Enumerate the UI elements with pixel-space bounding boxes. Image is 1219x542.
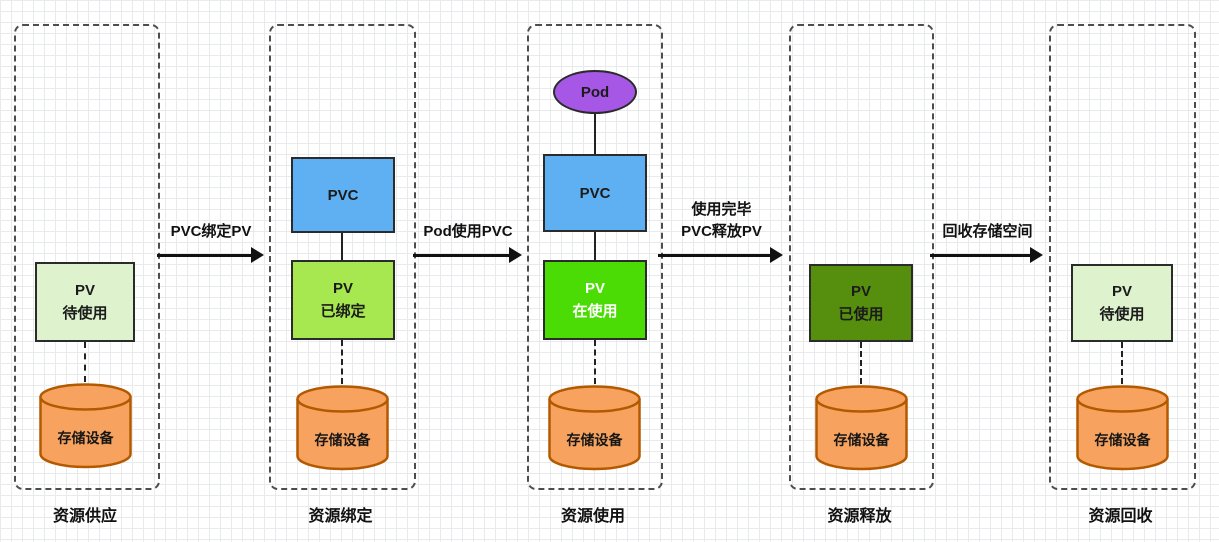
pv-box: PV 待使用 — [35, 262, 135, 342]
transition-use: Pod使用PVC — [413, 196, 523, 263]
transition-bind: PVC绑定PV — [157, 196, 265, 263]
stage-label-usage: 资源使用 — [560, 508, 625, 525]
storage-label: 存储设备 — [833, 432, 890, 448]
pv-box: PV 在使用 — [543, 260, 647, 340]
pv-status: 在使用 — [572, 302, 618, 320]
storage-label: 存储设备 — [566, 432, 623, 448]
transition-reclaim: 回收存储空间 — [930, 196, 1045, 263]
cylinder-shape-icon — [296, 385, 389, 471]
arrow-head-icon — [1030, 247, 1043, 263]
arrow-label: PVC释放PV — [681, 223, 762, 240]
arrow-label: PVC绑定PV — [170, 223, 252, 240]
pvc-title: PVC — [327, 186, 359, 204]
arrow-label: 回收存储空间 — [942, 223, 1033, 240]
storage-cylinder: 存储设备 — [38, 382, 133, 477]
pv-storage-connector — [860, 342, 862, 384]
stage-label-provisioning: 资源供应 — [52, 508, 117, 525]
storage-cylinder: 存储设备 — [1075, 384, 1170, 479]
storage-cylinder: 存储设备 — [295, 384, 390, 479]
arrow-head-icon — [251, 247, 264, 263]
pv-storage-connector — [1121, 342, 1123, 384]
arrow-line — [658, 254, 771, 257]
pv-storage-connector — [341, 340, 343, 384]
pv-box: PV 待使用 — [1071, 264, 1173, 342]
pvc-title: PVC — [579, 184, 611, 202]
pv-status: 已绑定 — [320, 302, 366, 320]
arrow-line — [157, 254, 252, 257]
stage-label-binding: 资源绑定 — [308, 508, 373, 525]
stage-usage: Pod PVC PV 在使用 存储设备 — [527, 24, 663, 490]
pv-title: PV — [584, 279, 605, 297]
pv-title: PV — [332, 279, 353, 297]
pv-title: PV — [1111, 282, 1132, 300]
pod-title: Pod — [580, 83, 610, 101]
arrow-label: 使用完毕 — [691, 201, 752, 218]
storage-label: 存储设备 — [314, 432, 371, 448]
pv-box: PV 已使用 — [809, 264, 913, 342]
pvc-box: PVC — [543, 154, 647, 232]
pv-box: PV 已绑定 — [291, 260, 395, 340]
cylinder-shape-icon — [815, 385, 908, 471]
stage-label-recycle: 资源回收 — [1088, 508, 1153, 525]
transition-release: 使用完毕 PVC释放PV — [658, 196, 785, 263]
pv-title: PV — [74, 281, 95, 299]
cylinder-shape-icon — [39, 383, 132, 469]
stage-provisioning: PV 待使用 存储设备 — [14, 24, 160, 490]
pv-status: 待使用 — [62, 304, 108, 322]
arrow-line — [413, 254, 510, 257]
storage-cylinder: 存储设备 — [547, 384, 642, 479]
storage-label: 存储设备 — [1094, 432, 1151, 448]
pv-status: 待使用 — [1099, 305, 1145, 323]
cylinder-shape-icon — [548, 385, 641, 471]
arrow-head-icon — [509, 247, 522, 263]
stage-binding: PVC PV 已绑定 存储设备 — [269, 24, 416, 490]
pv-title: PV — [850, 282, 871, 300]
arrow-head-icon — [770, 247, 783, 263]
pv-storage-connector — [84, 342, 86, 382]
pod-ellipse: Pod — [553, 70, 637, 114]
pvc-pv-connector — [594, 232, 596, 260]
arrow-label: Pod使用PVC — [423, 223, 513, 240]
stage-label-release: 资源释放 — [827, 508, 892, 525]
pv-status: 已使用 — [838, 305, 884, 323]
pv-storage-connector — [594, 340, 596, 384]
stage-release: PV 已使用 存储设备 — [789, 24, 934, 490]
arrow-line — [930, 254, 1031, 257]
pod-pvc-connector — [594, 114, 596, 154]
pvc-box: PVC — [291, 157, 395, 233]
stage-recycle: PV 待使用 存储设备 — [1049, 24, 1196, 490]
pvc-pv-connector — [341, 233, 343, 260]
storage-label: 存储设备 — [57, 430, 114, 446]
cylinder-shape-icon — [1076, 385, 1169, 471]
storage-cylinder: 存储设备 — [814, 384, 909, 479]
